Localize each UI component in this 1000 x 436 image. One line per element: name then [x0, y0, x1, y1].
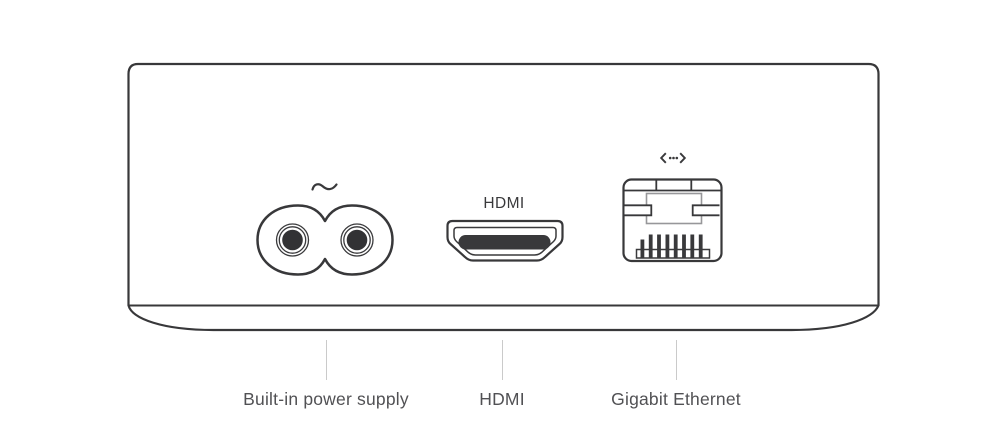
ac-power-tilde-icon	[311, 183, 338, 191]
ethernet-port	[622, 178, 723, 263]
ethernet-icon	[659, 152, 687, 164]
power-connector-figure8	[256, 204, 394, 276]
callout-line-power	[325, 340, 327, 380]
callout-label-power: Built-in power supply	[243, 389, 409, 409]
hdmi-port	[446, 219, 564, 262]
callout-label-ethernet: Gigabit Ethernet	[611, 389, 741, 409]
callout-line-ethernet	[675, 340, 677, 380]
hdmi-port-label: HDMI	[483, 195, 525, 212]
callout-label-hdmi: HDMI	[479, 389, 525, 409]
callout-line-hdmi	[501, 340, 503, 380]
